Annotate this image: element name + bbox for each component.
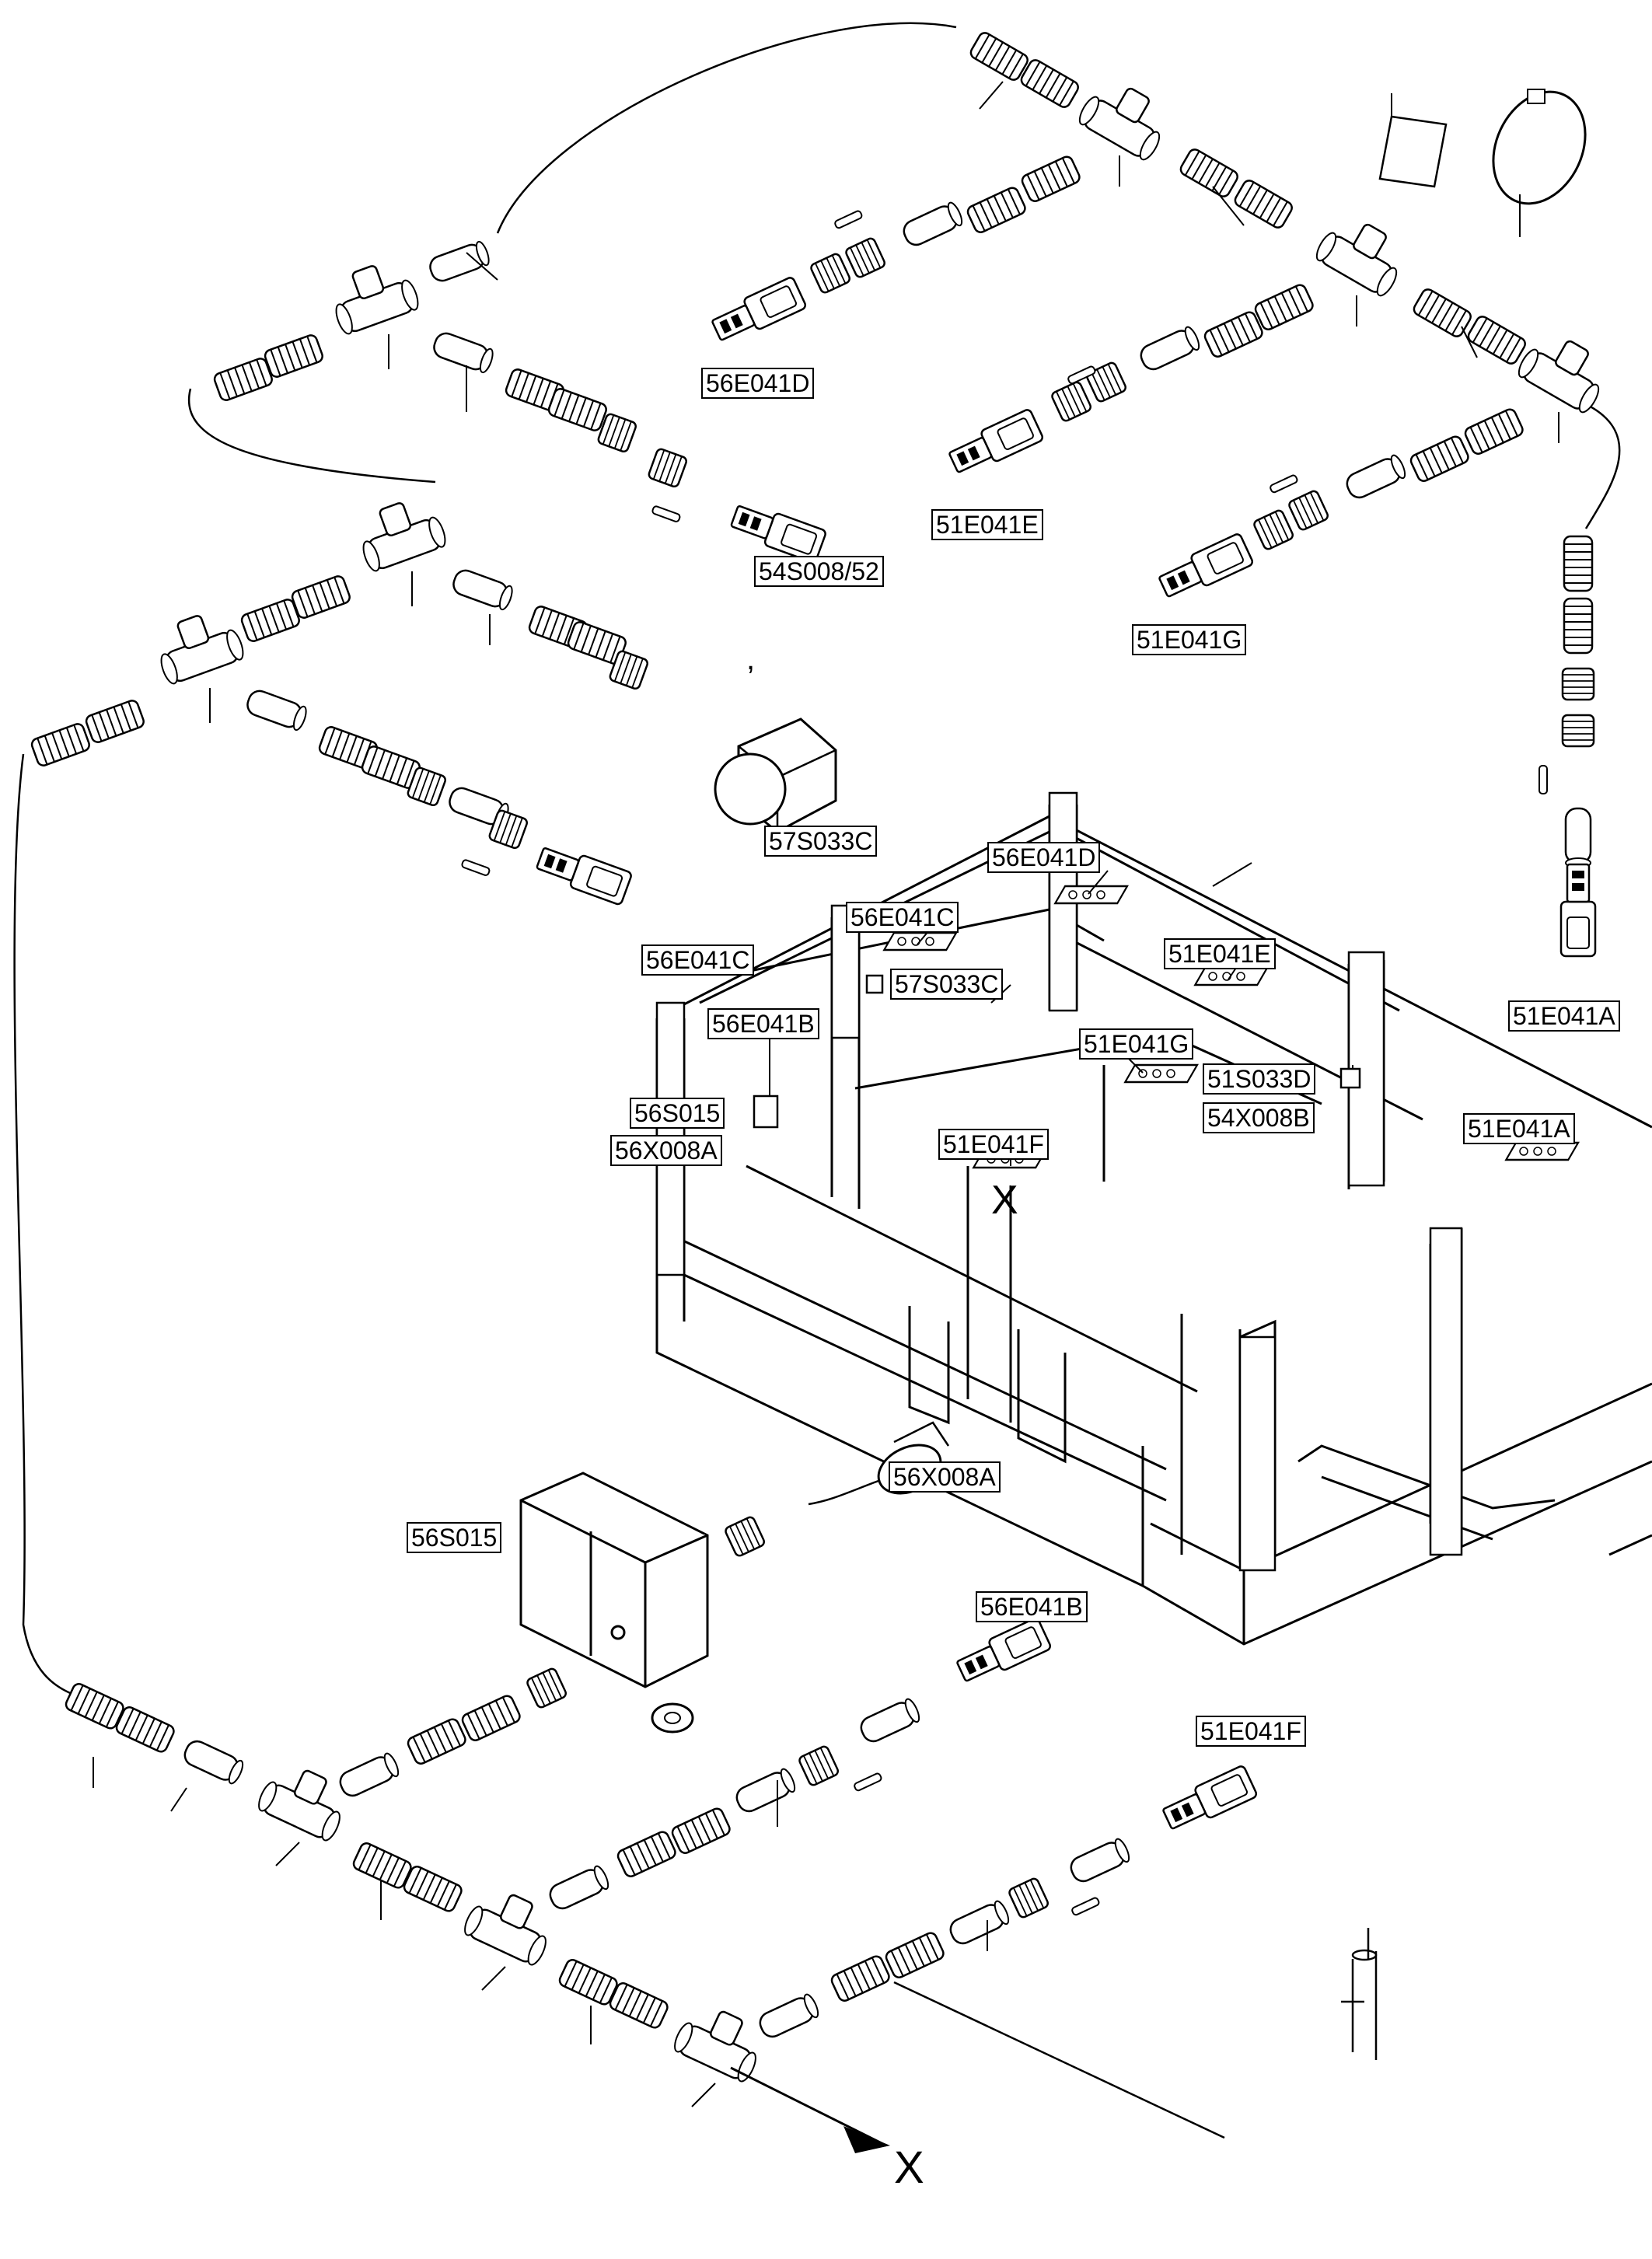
stray-tick-mark: , (746, 642, 756, 676)
frame-switch-box (753, 1095, 779, 1129)
label-56S015-frame: 56S015 (630, 1098, 725, 1129)
label-56X008A-bottom: 56X008A (889, 1461, 1001, 1493)
label-57S033C-frame: 57S033C (890, 969, 1004, 1000)
label-51E041G-frame: 51E041G (1079, 1028, 1194, 1060)
label-56E041B-bottom: 56E041B (976, 1591, 1088, 1622)
tape-roll-icon (1378, 93, 1448, 188)
section-arrow-head (843, 2126, 890, 2153)
label-51S033D-frame: 51S033D (1203, 1063, 1316, 1095)
nut-icon (651, 1702, 694, 1734)
harness-top-right (13, 22, 1621, 2139)
frame-sensor-51S033D (1339, 1067, 1361, 1089)
label-51E041F-bottom: 51E041F (1196, 1716, 1306, 1747)
cable-sample-icon (1341, 1928, 1378, 2060)
section-arrow-line (730, 2066, 887, 2147)
label-56E041C-left: 56E041C (641, 944, 755, 976)
label-51E041F-frame: 51E041F (938, 1129, 1049, 1160)
label-51E041A-right: 51E041A (1508, 1000, 1620, 1032)
label-57S033C-top: 57S033C (764, 826, 878, 857)
switch-57S033C-icon (714, 718, 837, 833)
label-54S008-52: 54S008/52 (754, 556, 884, 587)
leader-lines (93, 81, 1559, 2107)
switch-box-56S015-icon (519, 1472, 709, 1688)
label-56E041B-frame: 56E041B (707, 1008, 819, 1039)
frame-sensor-57S033C (865, 974, 884, 994)
label-56E041C-frame: 56E041C (846, 902, 959, 933)
label-56E041D-frame: 56E041D (987, 842, 1101, 873)
label-54X008B-frame: 54X008B (1203, 1102, 1315, 1133)
label-51E041G-top: 51E041G (1132, 624, 1247, 655)
label-56S015-bottom: 56S015 (407, 1522, 502, 1553)
label-51E041E-top: 51E041E (931, 509, 1043, 540)
label-56X008A-frame: 56X008A (610, 1135, 722, 1166)
label-51E041E-frame: 51E041E (1164, 938, 1276, 969)
label-56E041D-top: 56E041D (701, 368, 815, 399)
section-marker-x-arrow: X (894, 2142, 924, 2193)
cable-tie-icon (1492, 89, 1587, 237)
section-marker-x-frame: X (991, 1178, 1018, 1223)
label-51E041A-frame: 51E041A (1463, 1113, 1575, 1144)
machine-frame (655, 805, 1652, 1646)
